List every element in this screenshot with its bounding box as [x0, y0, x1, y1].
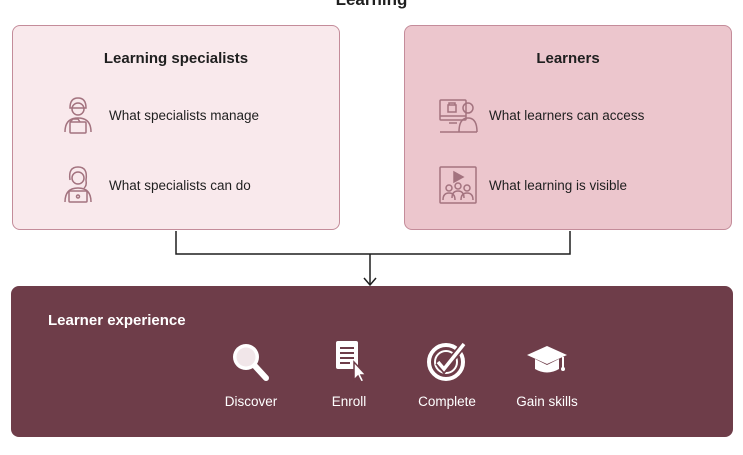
learners-item-access: What learners can access	[437, 94, 644, 136]
specialists-card: Learning specialists What specialists ma…	[12, 25, 340, 230]
step-complete: Complete	[397, 338, 497, 409]
step-discover: Discover	[201, 338, 301, 409]
step-enroll: Enroll	[299, 338, 399, 409]
learners-card: Learners What learners can access	[404, 25, 732, 230]
specialist-laptop-icon	[57, 164, 99, 206]
step-label: Complete	[418, 394, 476, 409]
specialists-item-label: What specialists manage	[109, 107, 260, 123]
learner-experience-title: Learner experience	[48, 312, 186, 329]
page-title: Learning	[0, 0, 743, 10]
step-label: Enroll	[331, 394, 367, 409]
graduation-cap-icon	[497, 338, 597, 386]
video-audience-icon	[437, 164, 479, 206]
learners-title: Learners	[536, 50, 600, 67]
learners-item-label: What learning is visible	[489, 177, 628, 193]
step-label: Gain skills	[516, 394, 578, 409]
step-label: Discover	[224, 394, 278, 409]
learner-screen-icon	[437, 94, 479, 136]
learners-item-visible: What learning is visible	[437, 164, 627, 206]
specialists-title: Learning specialists	[103, 50, 249, 67]
specialist-manager-icon	[57, 94, 99, 136]
magnifier-icon	[201, 338, 301, 386]
learners-item-label: What learners can access	[489, 107, 645, 123]
learner-experience-panel: Learner experience Discover Enroll	[11, 286, 733, 437]
document-cursor-icon	[299, 338, 399, 386]
step-gain-skills: Gain skills	[497, 338, 597, 409]
specialists-item-manage: What specialists manage	[57, 94, 259, 136]
specialists-item-can-do: What specialists can do	[57, 164, 251, 206]
specialists-item-label: What specialists can do	[109, 177, 251, 193]
check-badge-icon	[397, 338, 497, 386]
